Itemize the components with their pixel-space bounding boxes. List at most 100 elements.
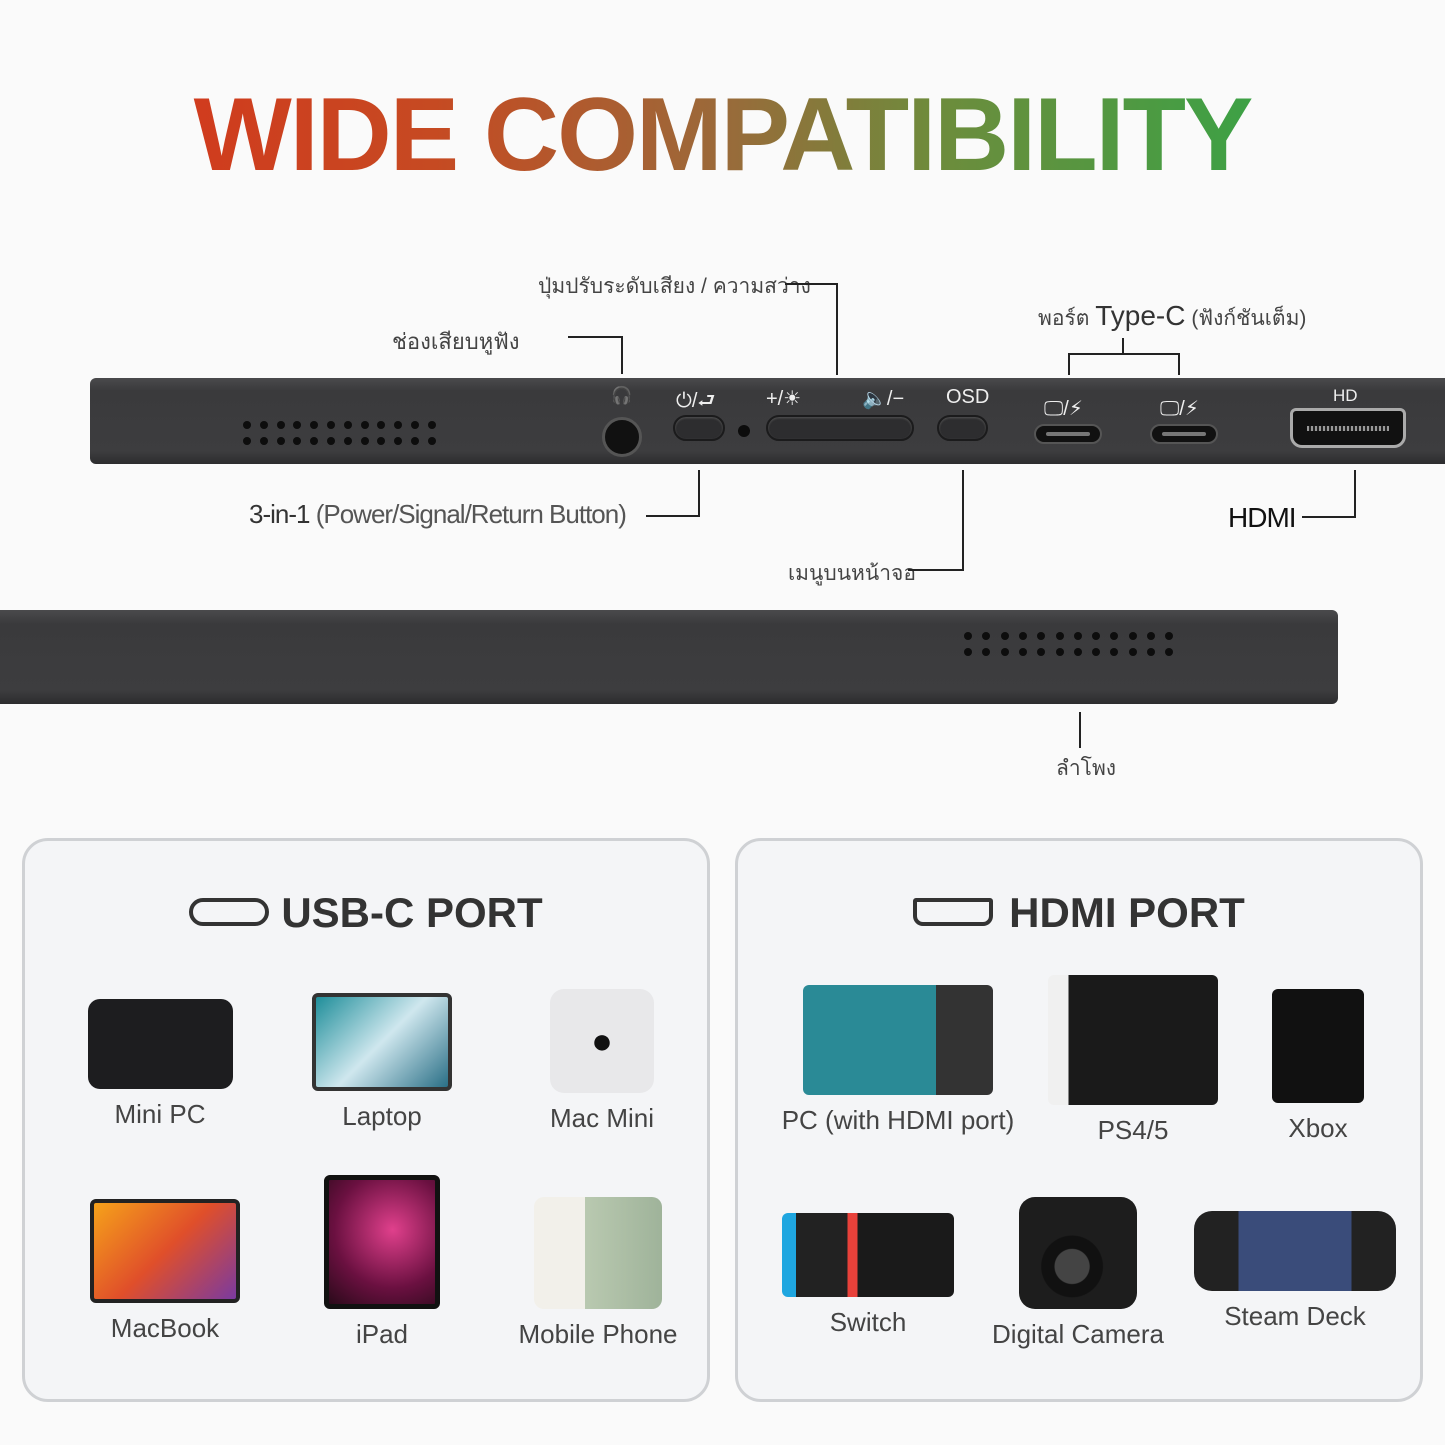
speaker-hole — [1128, 648, 1137, 656]
speaker-hole — [982, 648, 991, 656]
hdmi-panel-title-text: HDMI PORT — [1009, 889, 1245, 936]
speaker-hole — [1128, 632, 1137, 640]
device-macbook: MacBook — [65, 1199, 265, 1344]
macbook-image — [90, 1199, 240, 1303]
callout-power-main: 3-in-1 — [249, 499, 310, 529]
callout-typec: พอร์ต Type-C (ฟังก์ชันเต็ม) — [1038, 300, 1306, 335]
device-xbox: Xbox — [1238, 989, 1398, 1144]
speaker-hole — [327, 421, 335, 429]
ps45-image — [1048, 975, 1218, 1105]
callout-power: 3-in-1 (Power/Signal/Return Button) — [249, 499, 627, 530]
headphone-jack[interactable] — [602, 417, 642, 457]
hdmi-port-icon — [913, 897, 994, 926]
speaker-hole — [259, 421, 268, 429]
speaker-hole — [327, 437, 335, 445]
device-name: Laptop — [342, 1101, 422, 1131]
speaker-hole — [411, 437, 419, 445]
speaker-hole — [1018, 632, 1027, 640]
speaker-hole — [310, 437, 319, 445]
device-name: Mini PC — [114, 1099, 206, 1129]
device-laptop: Laptop — [287, 993, 477, 1132]
speaker-hole — [982, 632, 991, 640]
speaker-hole — [1037, 632, 1046, 640]
device-mini-pc: Mini PC — [65, 999, 255, 1130]
digital-camera-image — [1019, 1197, 1137, 1309]
pc-image — [803, 985, 993, 1095]
device-name: iPad — [355, 1319, 409, 1349]
osd-label: OSD — [946, 386, 990, 408]
ipad-image — [324, 1175, 440, 1309]
speaker-hole — [276, 421, 285, 429]
device-name: Mac Mini — [549, 1103, 654, 1133]
speaker-hole — [1073, 632, 1082, 640]
speaker-hole — [1147, 648, 1155, 656]
speaker-hole — [360, 437, 369, 445]
steam-deck-image — [1194, 1211, 1396, 1291]
speaker-hole — [1037, 648, 1046, 656]
device-pc: PC (with HDMI port) — [768, 985, 1028, 1136]
usbc-port-panel: USB-C PORT Mini PC Laptop ●Mac Mini MacB… — [22, 838, 710, 1402]
device-mobile-phone: Mobile Phone — [503, 1197, 693, 1350]
callout-power-sub: (Power/Signal/Return Button) — [315, 499, 627, 529]
typec-display-power-icon-2: 🖵/⚡ — [1160, 398, 1199, 420]
speaker-hole — [360, 421, 369, 429]
speaker-hole — [243, 421, 251, 429]
callout-headphone: ช่องเสียบหูฟัง — [392, 329, 520, 354]
speaker-hole — [276, 437, 285, 445]
laptop-image — [312, 993, 452, 1091]
callout-typec-suffix: (ฟังก์ชันเต็ม) — [1191, 307, 1307, 330]
callout-osd-menu: เมนูบนหน้าจอ — [788, 562, 916, 585]
volume-brightness-rocker[interactable] — [766, 415, 914, 441]
indicator-led — [738, 425, 750, 437]
speaker-hole — [1055, 648, 1064, 656]
speaker-hole — [377, 437, 386, 445]
speaker-hole — [1092, 632, 1101, 640]
monitor-side-bottom — [0, 610, 1338, 704]
headphone-icon: 🎧 — [611, 386, 633, 405]
callout-volume-brightness: ปุ่มปรับระดับเสียง / ความสว่าง — [538, 275, 811, 298]
speaker-hole — [343, 421, 352, 429]
device-name: Digital Camera — [992, 1319, 1164, 1349]
device-name: MacBook — [110, 1313, 220, 1343]
device-name: Steam Deck — [1224, 1301, 1366, 1331]
hd-label: HD — [1333, 386, 1358, 405]
device-name: Mobile Phone — [518, 1319, 678, 1349]
callout-hdmi: HDMI — [1228, 502, 1297, 533]
volume-minus-icon: 🔈/− — [862, 388, 905, 410]
device-switch: Switch — [778, 1213, 958, 1338]
speaker-hole — [1073, 648, 1082, 656]
hdmi-panel-title: HDMI PORT — [738, 889, 1420, 937]
callout-typec-main: Type-C — [1095, 300, 1186, 331]
mobile-phone-image — [534, 1197, 662, 1309]
speaker-hole — [259, 437, 268, 445]
device-name: PS4/5 — [1097, 1115, 1169, 1145]
device-name: Switch — [829, 1307, 907, 1337]
device-mac-mini: ●Mac Mini — [507, 989, 697, 1134]
power-button[interactable] — [673, 415, 725, 441]
hdmi-port-panel: HDMI PORT PC (with HDMI port) PS4/5 Xbox… — [735, 838, 1423, 1402]
osd-button[interactable] — [937, 415, 988, 441]
plus-brightness-icon: +/☀ — [766, 388, 802, 410]
typec-port-1[interactable] — [1034, 424, 1102, 444]
speaker-hole — [1018, 648, 1027, 656]
speaker-hole — [1000, 648, 1009, 656]
speaker-hole — [1165, 648, 1174, 656]
typec-port-2[interactable] — [1150, 424, 1218, 444]
mini-pc-image — [87, 999, 233, 1089]
speaker-hole — [1110, 632, 1119, 640]
speaker-hole — [394, 421, 403, 429]
callout-typec-prefix: พอร์ต — [1038, 307, 1090, 330]
switch-image — [782, 1213, 954, 1297]
typec-display-power-icon: 🖵/⚡ — [1044, 398, 1083, 420]
speaker-hole — [1147, 632, 1155, 640]
speaker-hole — [1165, 632, 1174, 640]
device-steam-deck: Steam Deck — [1190, 1211, 1400, 1332]
speaker-hole — [427, 437, 436, 445]
speaker-hole — [1110, 648, 1119, 656]
page-title: WIDE COMPATIBILITY — [0, 78, 1445, 193]
speaker-hole — [1055, 632, 1064, 640]
speaker-hole — [394, 437, 403, 445]
hdmi-port[interactable] — [1290, 408, 1406, 448]
speaker-hole — [1000, 632, 1009, 640]
speaker-hole — [310, 421, 319, 429]
